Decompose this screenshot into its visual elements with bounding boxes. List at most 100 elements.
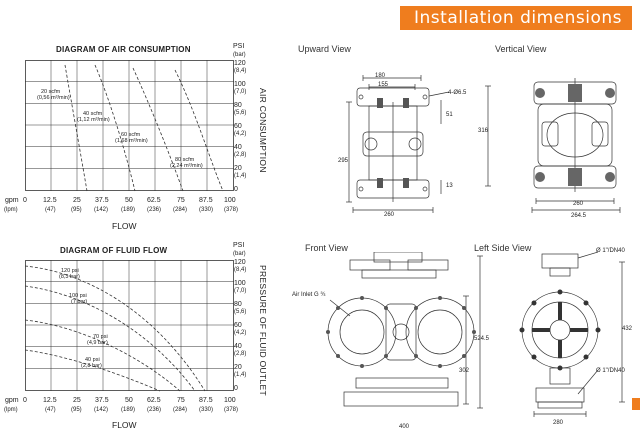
- left-side-view-title: Left Side View: [474, 243, 532, 253]
- left-dim-280: 280: [553, 420, 564, 426]
- air-xtick-25: 25: [73, 197, 81, 204]
- air-curve-label-80-metric: (2,24 m³/min): [170, 163, 203, 169]
- air-bar-label: (bar): [233, 52, 246, 58]
- air-ytick-bar-4.2: (4,2): [234, 131, 247, 137]
- front-view-bolts: [326, 296, 476, 368]
- air-x-axis-title: FLOW: [112, 221, 137, 231]
- air-ytick-100: 100: [234, 81, 246, 88]
- air-xtick-lpm-378: (378): [224, 207, 239, 213]
- air-xtick-lpm-47: (47): [45, 207, 56, 213]
- fluid-ytick-bar-2.8: (2,8): [234, 351, 247, 357]
- air-lpm-label: (lpm): [4, 207, 18, 213]
- front-dim-302: 302: [459, 368, 470, 374]
- fluid-gpm-label: gpm: [5, 397, 19, 404]
- fluid-ytick-80: 80: [234, 301, 242, 308]
- fluid-curve-70psi: [25, 319, 181, 392]
- air-curve-label-80: 80 scfm: [175, 157, 195, 163]
- left-dim-432: 432: [622, 326, 633, 332]
- fluid-xtick-lpm-189: (189): [121, 407, 136, 413]
- air-xtick-62.5: 62.5: [147, 197, 161, 204]
- air-xtick-50: 50: [125, 197, 133, 204]
- fluid-ytick-40: 40: [234, 343, 242, 350]
- left-bottom-flange-label: Ø 1"/DN40: [596, 368, 625, 374]
- air-gpm-label: gpm: [5, 197, 19, 204]
- left-side-view-drawing: [519, 252, 625, 417]
- fluid-xtick-100: 100: [224, 397, 236, 404]
- air-ytick-bar-2.8: (2,8): [234, 152, 247, 158]
- air-xtick-lpm-284: (284): [173, 207, 188, 213]
- upward-view-drawing: [346, 75, 450, 213]
- vertical-dim-316: 316: [478, 128, 489, 134]
- fluid-xtick-lpm-47: (47): [45, 407, 56, 413]
- vertical-view-drawing: [485, 78, 621, 213]
- air-chart-title: DIAGRAM OF AIR CONSUMPTION: [56, 45, 191, 54]
- front-view-drawing: [326, 252, 483, 409]
- header-banner: Installation dimensions: [400, 6, 632, 30]
- air-psi-label: PSI: [233, 43, 245, 50]
- air-curve-label-20-metric: (0,56 m³/min): [37, 95, 70, 101]
- fluid-xtick-0: 0: [23, 397, 27, 404]
- air-curve-40scfm: [94, 64, 136, 192]
- air-xtick-12.5: 12.5: [43, 197, 57, 204]
- fluid-curve-label-120: 120 psi: [61, 268, 79, 274]
- air-ytick-120: 120: [234, 60, 246, 67]
- fluid-chart-title: DIAGRAM OF FLUID FLOW: [60, 246, 168, 255]
- fluid-ytick-120: 120: [234, 259, 246, 266]
- upward-dim-260: 260: [384, 212, 395, 218]
- fluid-xtick-lpm-236: (236): [147, 407, 162, 413]
- fluid-curve-label-120-metric: (8,3 bar): [59, 274, 80, 280]
- upward-dim-13: 13: [446, 183, 453, 189]
- left-top-flange-label: Ø 1"/DN40: [596, 248, 625, 254]
- fluid-curve-120psi: [25, 265, 206, 392]
- fluid-xtick-37.5: 37.5: [95, 397, 109, 404]
- fluid-ytick-20: 20: [234, 364, 242, 371]
- fluid-xtick-50: 50: [125, 397, 133, 404]
- fluid-curve-40psi: [25, 349, 161, 392]
- air-curve-label-20: 20 scfm: [41, 89, 61, 95]
- upward-dim-180: 180: [375, 73, 386, 79]
- air-curve-60scfm: [132, 67, 184, 192]
- fluid-curve-label-40: 40 psi: [85, 357, 100, 363]
- vertical-dim-264: 264.5: [571, 213, 587, 219]
- vertical-view-title: Vertical View: [495, 44, 547, 54]
- fluid-ytick-0: 0: [234, 385, 238, 392]
- air-plot-frame: [25, 60, 234, 191]
- upward-dim-bolt-holes: 4-Ø6.5: [448, 90, 467, 96]
- fluid-ytick-60: 60: [234, 322, 242, 329]
- fluid-xtick-lpm-378: (378): [224, 407, 239, 413]
- fluid-xtick-lpm-95: (95): [71, 407, 82, 413]
- vertical-dim-260: 260: [573, 201, 584, 207]
- air-curve-label-40: 40 scfm: [83, 111, 103, 117]
- page-title: Installation dimensions: [414, 8, 622, 28]
- fluid-curve-label-100-metric: (7 bar): [71, 299, 87, 305]
- front-air-inlet-label: Air Inlet G ¾: [292, 292, 326, 298]
- air-ytick-0: 0: [234, 186, 238, 193]
- upward-bolts: [377, 98, 409, 188]
- air-curve-label-60-metric: (1,68 m³/min): [115, 138, 148, 144]
- air-xtick-100: 100: [224, 197, 236, 204]
- fluid-ytick-bar-8.4: (8,4): [234, 267, 247, 273]
- fluid-xtick-25: 25: [73, 397, 81, 404]
- fluid-curve-label-70-metric: (4,9 bar): [87, 340, 108, 346]
- fluid-ytick-bar-1.4: (1,4): [234, 372, 247, 378]
- upward-dim-51: 51: [446, 112, 453, 118]
- upward-dim-155: 155: [378, 82, 389, 88]
- left-side-ribs: [519, 289, 601, 371]
- air-ytick-40: 40: [234, 144, 242, 151]
- air-gridlines: [25, 60, 234, 191]
- air-ytick-bar-7.0: (7,0): [234, 89, 247, 95]
- fluid-curve-100psi: [25, 285, 196, 392]
- fluid-chart: 120 psi (8,3 bar) 100 psi (7 bar) 70 psi…: [25, 260, 234, 392]
- fluid-psi-label: PSI: [233, 242, 245, 249]
- air-ytick-80: 80: [234, 102, 242, 109]
- air-ytick-60: 60: [234, 123, 242, 130]
- fluid-xtick-75: 75: [177, 397, 185, 404]
- fluid-x-axis-title: FLOW: [112, 420, 137, 430]
- air-ytick-bar-8.4: (8,4): [234, 68, 247, 74]
- air-ytick-bar-5.6: (5,6): [234, 110, 247, 116]
- fluid-ytick-bar-5.6: (5,6): [234, 309, 247, 315]
- upward-view-title: Upward View: [298, 44, 351, 54]
- air-curve-80scfm: [174, 69, 224, 192]
- air-xtick-lpm-142: (142): [94, 207, 109, 213]
- front-view-title: Front View: [305, 243, 348, 253]
